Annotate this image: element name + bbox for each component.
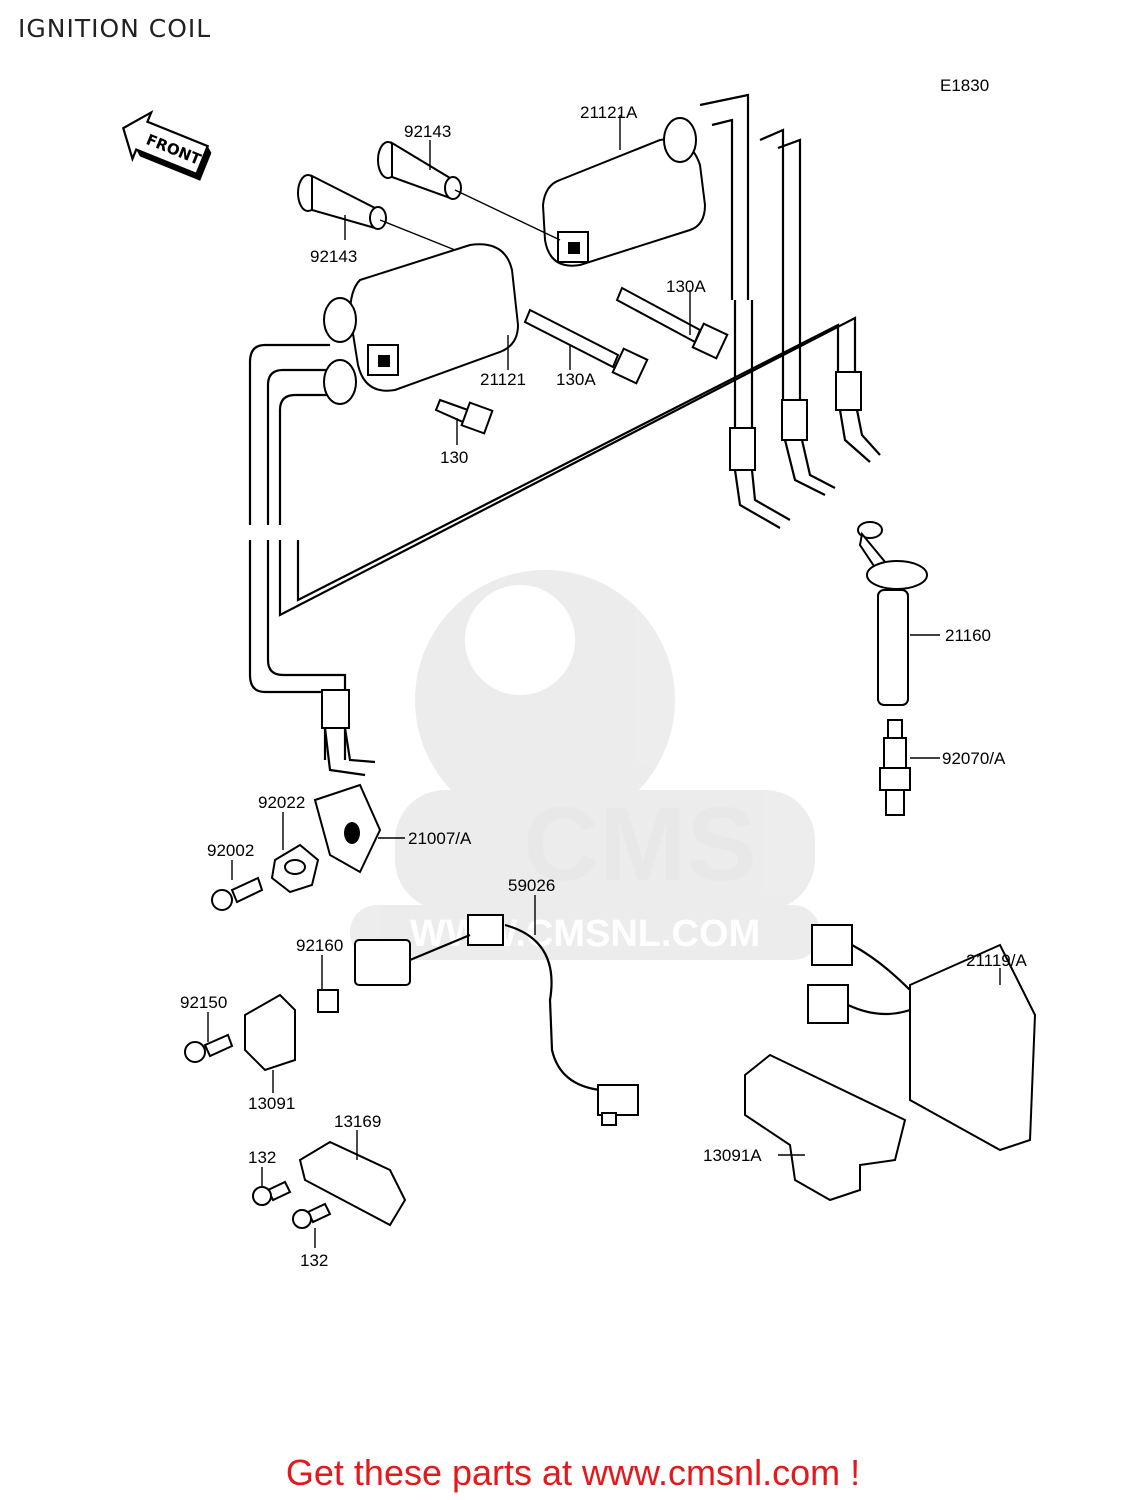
collar-92143-upper	[377, 141, 462, 200]
screw-132-lower	[292, 1202, 332, 1229]
label-130A-upper: 130A	[666, 277, 706, 296]
label-92160: 92160	[296, 936, 343, 955]
label-21160: 21160	[945, 626, 991, 645]
ignition-coil-lower	[323, 243, 520, 405]
label-59026: 59026	[508, 876, 555, 895]
label-21119A: 21119/A	[966, 951, 1027, 970]
page-title: IGNITION COIL	[18, 14, 212, 43]
label-92143-upper: 92143	[404, 122, 451, 141]
pickup-sensor-harness	[354, 914, 639, 1126]
watermark-mascot-face	[465, 585, 575, 695]
nut-92022	[270, 843, 320, 894]
collar-92143-lower	[297, 174, 387, 230]
label-21121: 21121	[480, 370, 526, 389]
label-92002: 92002	[207, 841, 254, 860]
spark-plug	[879, 719, 911, 816]
watermark-brand: CMS	[523, 786, 756, 903]
part-labels: 92143 92143 21121A 130A 21121 130A 130 2…	[180, 103, 1027, 1270]
front-arrow-icon: FRONT	[121, 109, 212, 181]
hv-leads	[248, 93, 881, 777]
label-13091A: 13091A	[703, 1146, 762, 1165]
label-130: 130	[440, 448, 468, 467]
footer-link[interactable]: Get these parts at www.cmsnl.com !	[285, 1452, 861, 1493]
label-21121A: 21121A	[580, 103, 638, 122]
diagram-code: E1830	[940, 76, 989, 95]
bolt-130	[434, 398, 494, 435]
bracket-13091	[244, 993, 296, 1072]
watermark-url: WWW.CMSNL.COM	[410, 913, 760, 955]
spark-plug-cap	[857, 521, 928, 706]
label-132-lower: 132	[300, 1251, 328, 1270]
label-130A-lower: 130A	[556, 370, 596, 389]
screw-132-upper	[252, 1180, 292, 1206]
label-21007A: 21007/A	[408, 829, 472, 848]
label-92150: 92150	[180, 993, 227, 1012]
label-92022: 92022	[258, 793, 305, 812]
label-92143-lower: 92143	[310, 247, 357, 266]
watermark: CMS WWW.CMSNL.COM	[350, 570, 820, 960]
screw-92002	[211, 876, 264, 911]
bolt-130A-lower	[523, 308, 649, 385]
bolt-130A-upper	[615, 286, 729, 360]
watermark-mascot-head	[415, 570, 675, 830]
ignition-coil-upper	[541, 117, 707, 267]
pickup-plate	[313, 783, 382, 874]
igniter-unit	[807, 924, 1037, 1152]
label-92070A: 92070/A	[942, 749, 1006, 768]
label-13091: 13091	[248, 1094, 295, 1113]
igniter-holder	[744, 1053, 907, 1202]
label-132-upper: 132	[248, 1148, 276, 1167]
bolt-92150	[184, 1033, 234, 1063]
watermark-badge	[395, 790, 815, 910]
leader-lines	[207, 115, 1001, 1248]
label-13169: 13169	[334, 1112, 381, 1131]
bracket-13169	[298, 1140, 407, 1227]
washer-92160	[317, 989, 339, 1013]
